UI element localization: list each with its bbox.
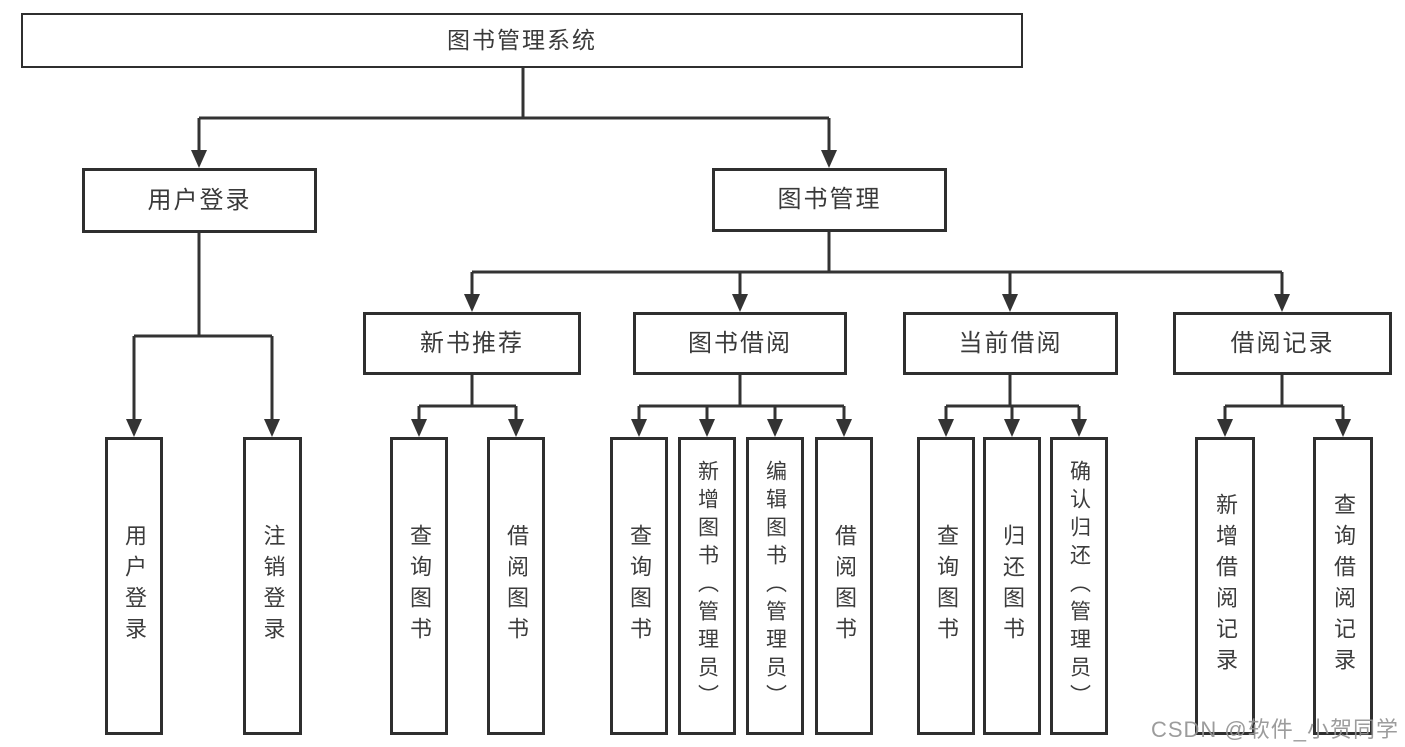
- leaf-label: 查询图书: [407, 524, 432, 648]
- node-label: 图书管理: [777, 186, 882, 213]
- leaf-query-borrow-record: 查询借阅记录: [1313, 437, 1373, 735]
- leaf-add-borrow-record: 新增借阅记录: [1195, 437, 1255, 735]
- leaf-return-books: 归还图书: [983, 437, 1041, 735]
- node-book-management: 图书管理: [712, 168, 947, 232]
- node-label: 新书推荐: [420, 329, 524, 357]
- leaf-confirm-return-admin: 确认归还（管理员）: [1050, 437, 1108, 735]
- node-new-book-recommend: 新书推荐: [363, 312, 581, 375]
- node-borrowing-records: 借阅记录: [1173, 312, 1392, 375]
- node-user-login: 用户登录: [82, 168, 317, 233]
- node-library-management-system: 图书管理系统: [21, 13, 1023, 68]
- leaf-logout: 注销登录: [243, 437, 302, 735]
- leaf-label: 归还图书: [1000, 524, 1025, 648]
- leaf-label: 注销登录: [260, 524, 286, 648]
- leaf-borrow-books-recommend: 借阅图书: [487, 437, 545, 735]
- leaf-user-login: 用户登录: [105, 437, 163, 735]
- leaf-label: 编辑图书（管理员）: [763, 460, 787, 712]
- leaf-label: 确认归还（管理员）: [1067, 460, 1091, 712]
- node-label: 图书管理系统: [447, 27, 597, 53]
- node-current-borrowing: 当前借阅: [903, 312, 1118, 375]
- leaf-label: 用户登录: [122, 524, 147, 648]
- leaf-query-books-current: 查询图书: [917, 437, 975, 735]
- node-label: 图书借阅: [688, 329, 792, 357]
- leaf-label: 新增图书（管理员）: [695, 460, 719, 712]
- leaf-query-books-borrowing: 查询图书: [610, 437, 668, 735]
- leaf-edit-books-admin: 编辑图书（管理员）: [746, 437, 804, 735]
- node-book-borrowing: 图书借阅: [633, 312, 847, 375]
- leaf-label: 查询图书: [934, 524, 959, 648]
- leaf-label: 查询借阅记录: [1331, 493, 1356, 679]
- node-label: 借阅记录: [1230, 329, 1335, 357]
- node-label: 当前借阅: [958, 329, 1063, 357]
- node-label: 用户登录: [147, 186, 252, 214]
- leaf-query-books-recommend: 查询图书: [390, 437, 448, 735]
- leaf-label: 新增借阅记录: [1213, 493, 1238, 679]
- leaf-label: 查询图书: [627, 524, 652, 648]
- leaf-add-books-admin: 新增图书（管理员）: [678, 437, 736, 735]
- leaf-borrow-books: 借阅图书: [815, 437, 873, 735]
- csdn-watermark: CSDN @软件_小贺同学: [1150, 717, 1399, 742]
- leaf-label: 借阅图书: [832, 524, 857, 648]
- leaf-label: 借阅图书: [504, 524, 529, 648]
